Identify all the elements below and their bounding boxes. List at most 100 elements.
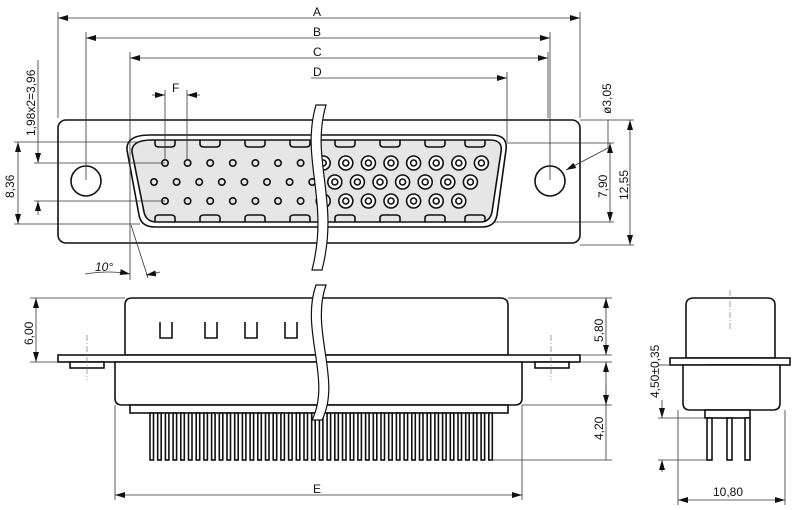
break-line-front: [310, 284, 330, 421]
contact-hole: [150, 178, 159, 187]
contact-hole: [206, 197, 215, 206]
solder-pin: [426, 412, 432, 461]
contact-hole: [273, 159, 282, 168]
solder-pin: [287, 412, 293, 461]
solder-pin: [457, 412, 463, 461]
solder-pin: [264, 412, 270, 461]
shell-dimple: [334, 140, 356, 148]
label-c: C: [313, 45, 322, 59]
solder-pin: [218, 412, 224, 461]
label-a: A: [313, 5, 321, 19]
shell-dimple: [289, 214, 311, 222]
solder-pin: [372, 412, 378, 461]
shell-slot: [159, 322, 173, 339]
contact-socket-inner: [454, 159, 463, 167]
solder-pin: [233, 412, 239, 461]
shell-slot: [284, 322, 298, 339]
contact-socket-inner: [376, 178, 384, 186]
contact-socket: [360, 193, 377, 209]
solder-pins: [149, 412, 494, 461]
solder-pin: [256, 412, 263, 461]
top-view: A B C D F 8,36 1,98x2=3,96 10° ø3: [3, 5, 634, 280]
contact-hole: [240, 178, 249, 187]
label-pin-length: 4,50±0,35: [648, 344, 662, 398]
contact-socket: [383, 193, 399, 209]
shell-slot: [204, 322, 218, 339]
label-d: D: [313, 65, 322, 79]
contact-socket-inner: [387, 159, 395, 167]
shell-dimple: [244, 140, 266, 148]
solder-pin: [303, 412, 309, 461]
contact-hole: [262, 178, 271, 187]
label-1080: 10,80: [713, 485, 743, 499]
solder-pin: [341, 412, 347, 461]
shell-dimple: [154, 214, 176, 222]
solder-pin: [333, 412, 340, 461]
label-angle: 10°: [95, 260, 113, 274]
label-pitch: 1,98x2=3,96: [24, 69, 38, 136]
break-line: [310, 104, 329, 271]
contact-socket-inner: [432, 159, 441, 167]
contact-socket: [326, 174, 343, 190]
side-view: 4,50±0,35 10,80: [648, 290, 791, 505]
shell-dimple: [424, 214, 446, 222]
contact-socket-inner: [364, 197, 373, 205]
contact-socket: [394, 174, 411, 190]
solder-pin: [149, 412, 155, 461]
shell-dimple: [464, 140, 486, 148]
label-hole-dia: ø3,05: [600, 83, 614, 114]
label-600: 6,00: [22, 321, 36, 345]
solder-pin: [380, 412, 386, 461]
contact-hole: [172, 178, 181, 187]
front-view: 6,00 5,80 4,20 E: [22, 284, 612, 500]
contact-socket-inner: [387, 197, 395, 205]
contact-socket-inner: [353, 178, 362, 186]
solder-pin: [156, 412, 162, 461]
solder-pin: [203, 412, 209, 461]
contact-hole: [183, 159, 192, 168]
slots: [159, 322, 298, 339]
contact-hole: [296, 159, 305, 168]
solder-pin: [280, 412, 286, 461]
solder-pin: [172, 412, 178, 461]
contact-hole: [296, 197, 305, 206]
solder-pin: [449, 412, 455, 461]
solder-pin: [364, 412, 370, 461]
contact-socket: [439, 174, 456, 190]
solder-pin: [241, 412, 247, 461]
contact-socket: [405, 155, 422, 171]
contact-socket-inner: [432, 197, 441, 205]
contact-hole: [285, 178, 294, 187]
label-790: 7,90: [596, 174, 610, 198]
solder-pin: [210, 412, 216, 461]
shell-slot: [244, 322, 258, 339]
shell-dimple: [244, 214, 266, 222]
contact-hole: [195, 178, 204, 187]
hole-leader: [565, 147, 609, 171]
shell-dimple: [199, 214, 221, 222]
solder-pin: [387, 412, 394, 461]
solder-pin: [180, 412, 186, 461]
contact-socket: [405, 193, 422, 209]
solder-pin: [310, 412, 317, 461]
shell-dimple: [379, 214, 401, 222]
label-580: 5,80: [592, 318, 606, 342]
contact-socket: [383, 155, 399, 171]
solder-pin: [226, 412, 232, 461]
contact-socket-inner: [454, 197, 463, 205]
contact-socket-inner: [364, 159, 373, 167]
solder-pin: [472, 412, 478, 461]
contact-socket: [360, 155, 377, 171]
side-upper-shell: [685, 297, 776, 359]
solder-pin: [410, 412, 417, 461]
contact-socket-inner: [341, 159, 350, 167]
solder-pin: [418, 412, 424, 461]
contact-hole: [228, 159, 237, 168]
contact-socket-inner: [341, 197, 350, 205]
contact-hole: [217, 178, 226, 187]
contact-hole: [251, 197, 260, 206]
contact-hole: [183, 197, 192, 206]
contact-socket: [372, 174, 388, 190]
contact-hole: [206, 159, 215, 168]
solder-pin: [487, 412, 494, 461]
